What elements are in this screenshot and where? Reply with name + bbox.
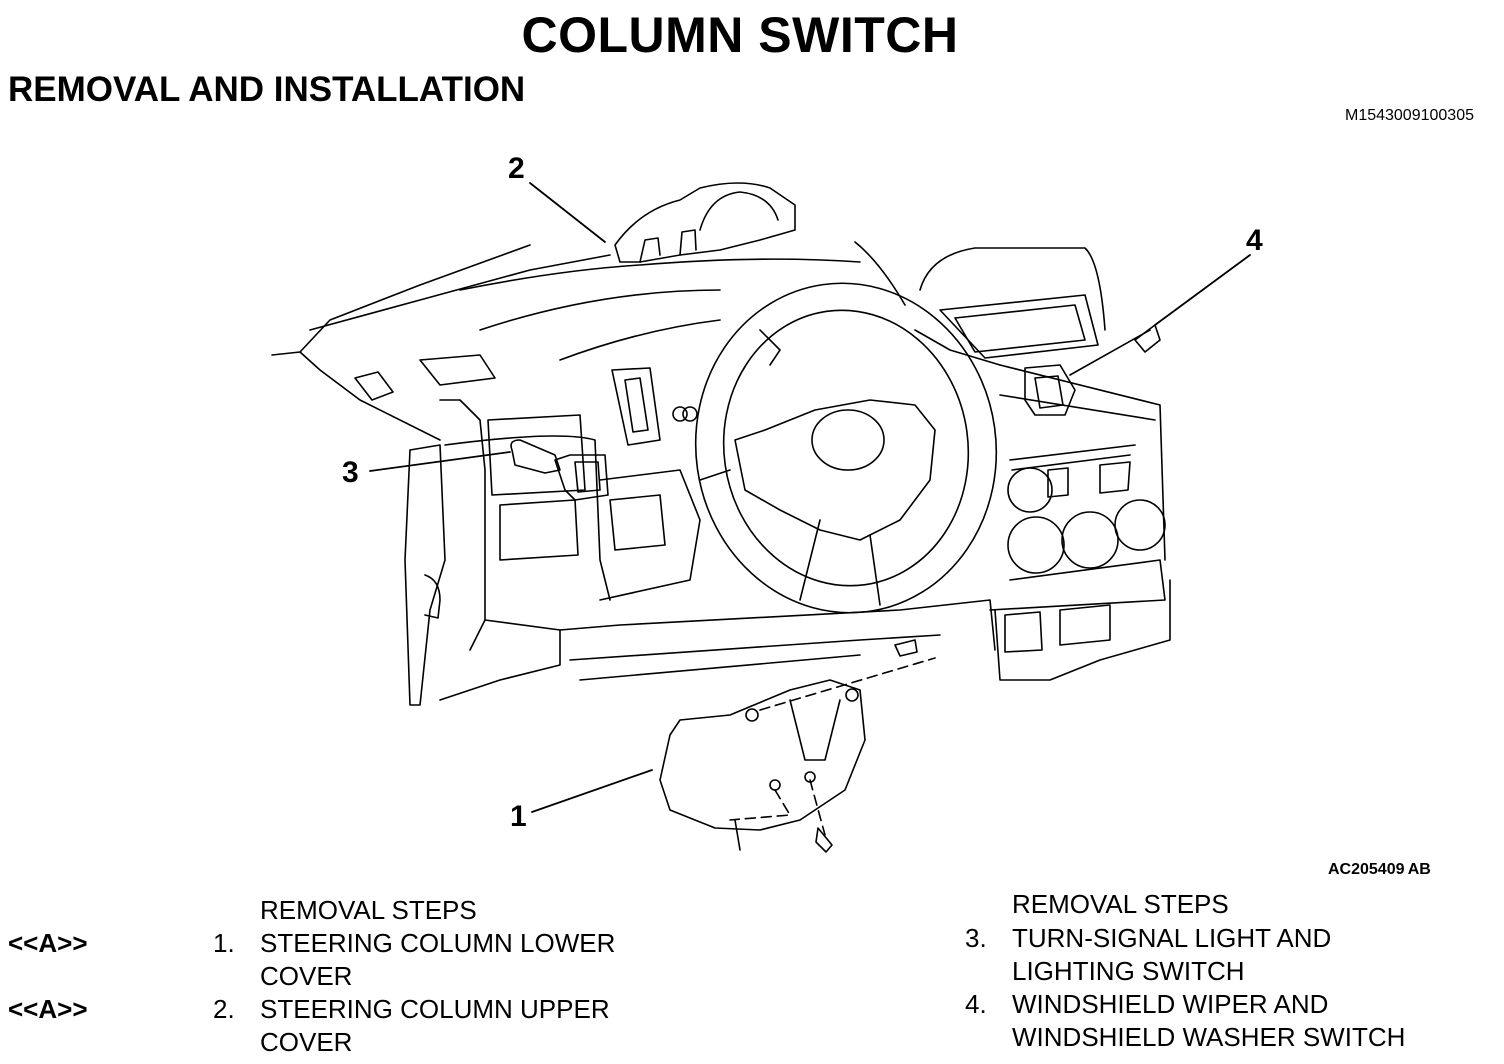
turn-signal-switch xyxy=(510,439,609,501)
document-id: M1543009100305 xyxy=(1344,107,1474,124)
step-1-label-line2: COVER xyxy=(260,961,353,991)
callout-1: 1 xyxy=(510,800,527,833)
callout-4: 4 xyxy=(1246,224,1263,257)
step-4-number: 4. xyxy=(965,989,987,1019)
step-4-label-line1: WINDSHIELD WIPER AND xyxy=(1012,989,1329,1019)
step-3-number: 3. xyxy=(965,923,987,953)
step-2-ref: <<A>> xyxy=(8,994,88,1024)
callout-3: 3 xyxy=(342,456,359,489)
steering-wheel xyxy=(694,282,998,614)
steering-column-upper-cover xyxy=(614,182,796,263)
leader-2 xyxy=(529,182,606,243)
callout-2: 2 xyxy=(508,152,525,185)
wiper-switch xyxy=(1024,324,1161,416)
leader-3 xyxy=(369,451,511,472)
step-2-label-line1: STEERING COLUMN UPPER xyxy=(260,994,610,1024)
removal-steps-heading-left: REMOVAL STEPS xyxy=(260,895,477,925)
section-title: REMOVAL AND INSTALLATION xyxy=(8,70,526,109)
step-3-label-line1: TURN-SIGNAL LIGHT AND xyxy=(1012,923,1332,953)
figure-id: AC205409 AB xyxy=(1328,861,1431,878)
leader-4 xyxy=(1154,254,1251,326)
step-1-ref: <<A>> xyxy=(8,928,88,958)
step-2-label-line2: COVER xyxy=(260,1027,353,1057)
right-console xyxy=(939,294,1171,681)
center-panel xyxy=(559,367,996,681)
removal-steps-heading-right: REMOVAL STEPS xyxy=(1012,889,1229,919)
step-1-number: 1. xyxy=(213,928,235,958)
leader-1 xyxy=(531,769,653,813)
steering-column-lower-cover xyxy=(659,639,936,853)
step-2-number: 2. xyxy=(213,994,235,1024)
step-3-label-line2: LIGHTING SWITCH xyxy=(1012,956,1245,986)
page-title: COLUMN SWITCH xyxy=(521,7,959,63)
callout-leaders xyxy=(369,182,1251,813)
left-panel xyxy=(354,354,611,706)
step-4-label-line2: WINDSHIELD WASHER SWITCH xyxy=(1012,1022,1406,1052)
dashboard-outline xyxy=(271,241,1166,561)
step-1-label-line1: STEERING COLUMN LOWER xyxy=(260,928,616,958)
